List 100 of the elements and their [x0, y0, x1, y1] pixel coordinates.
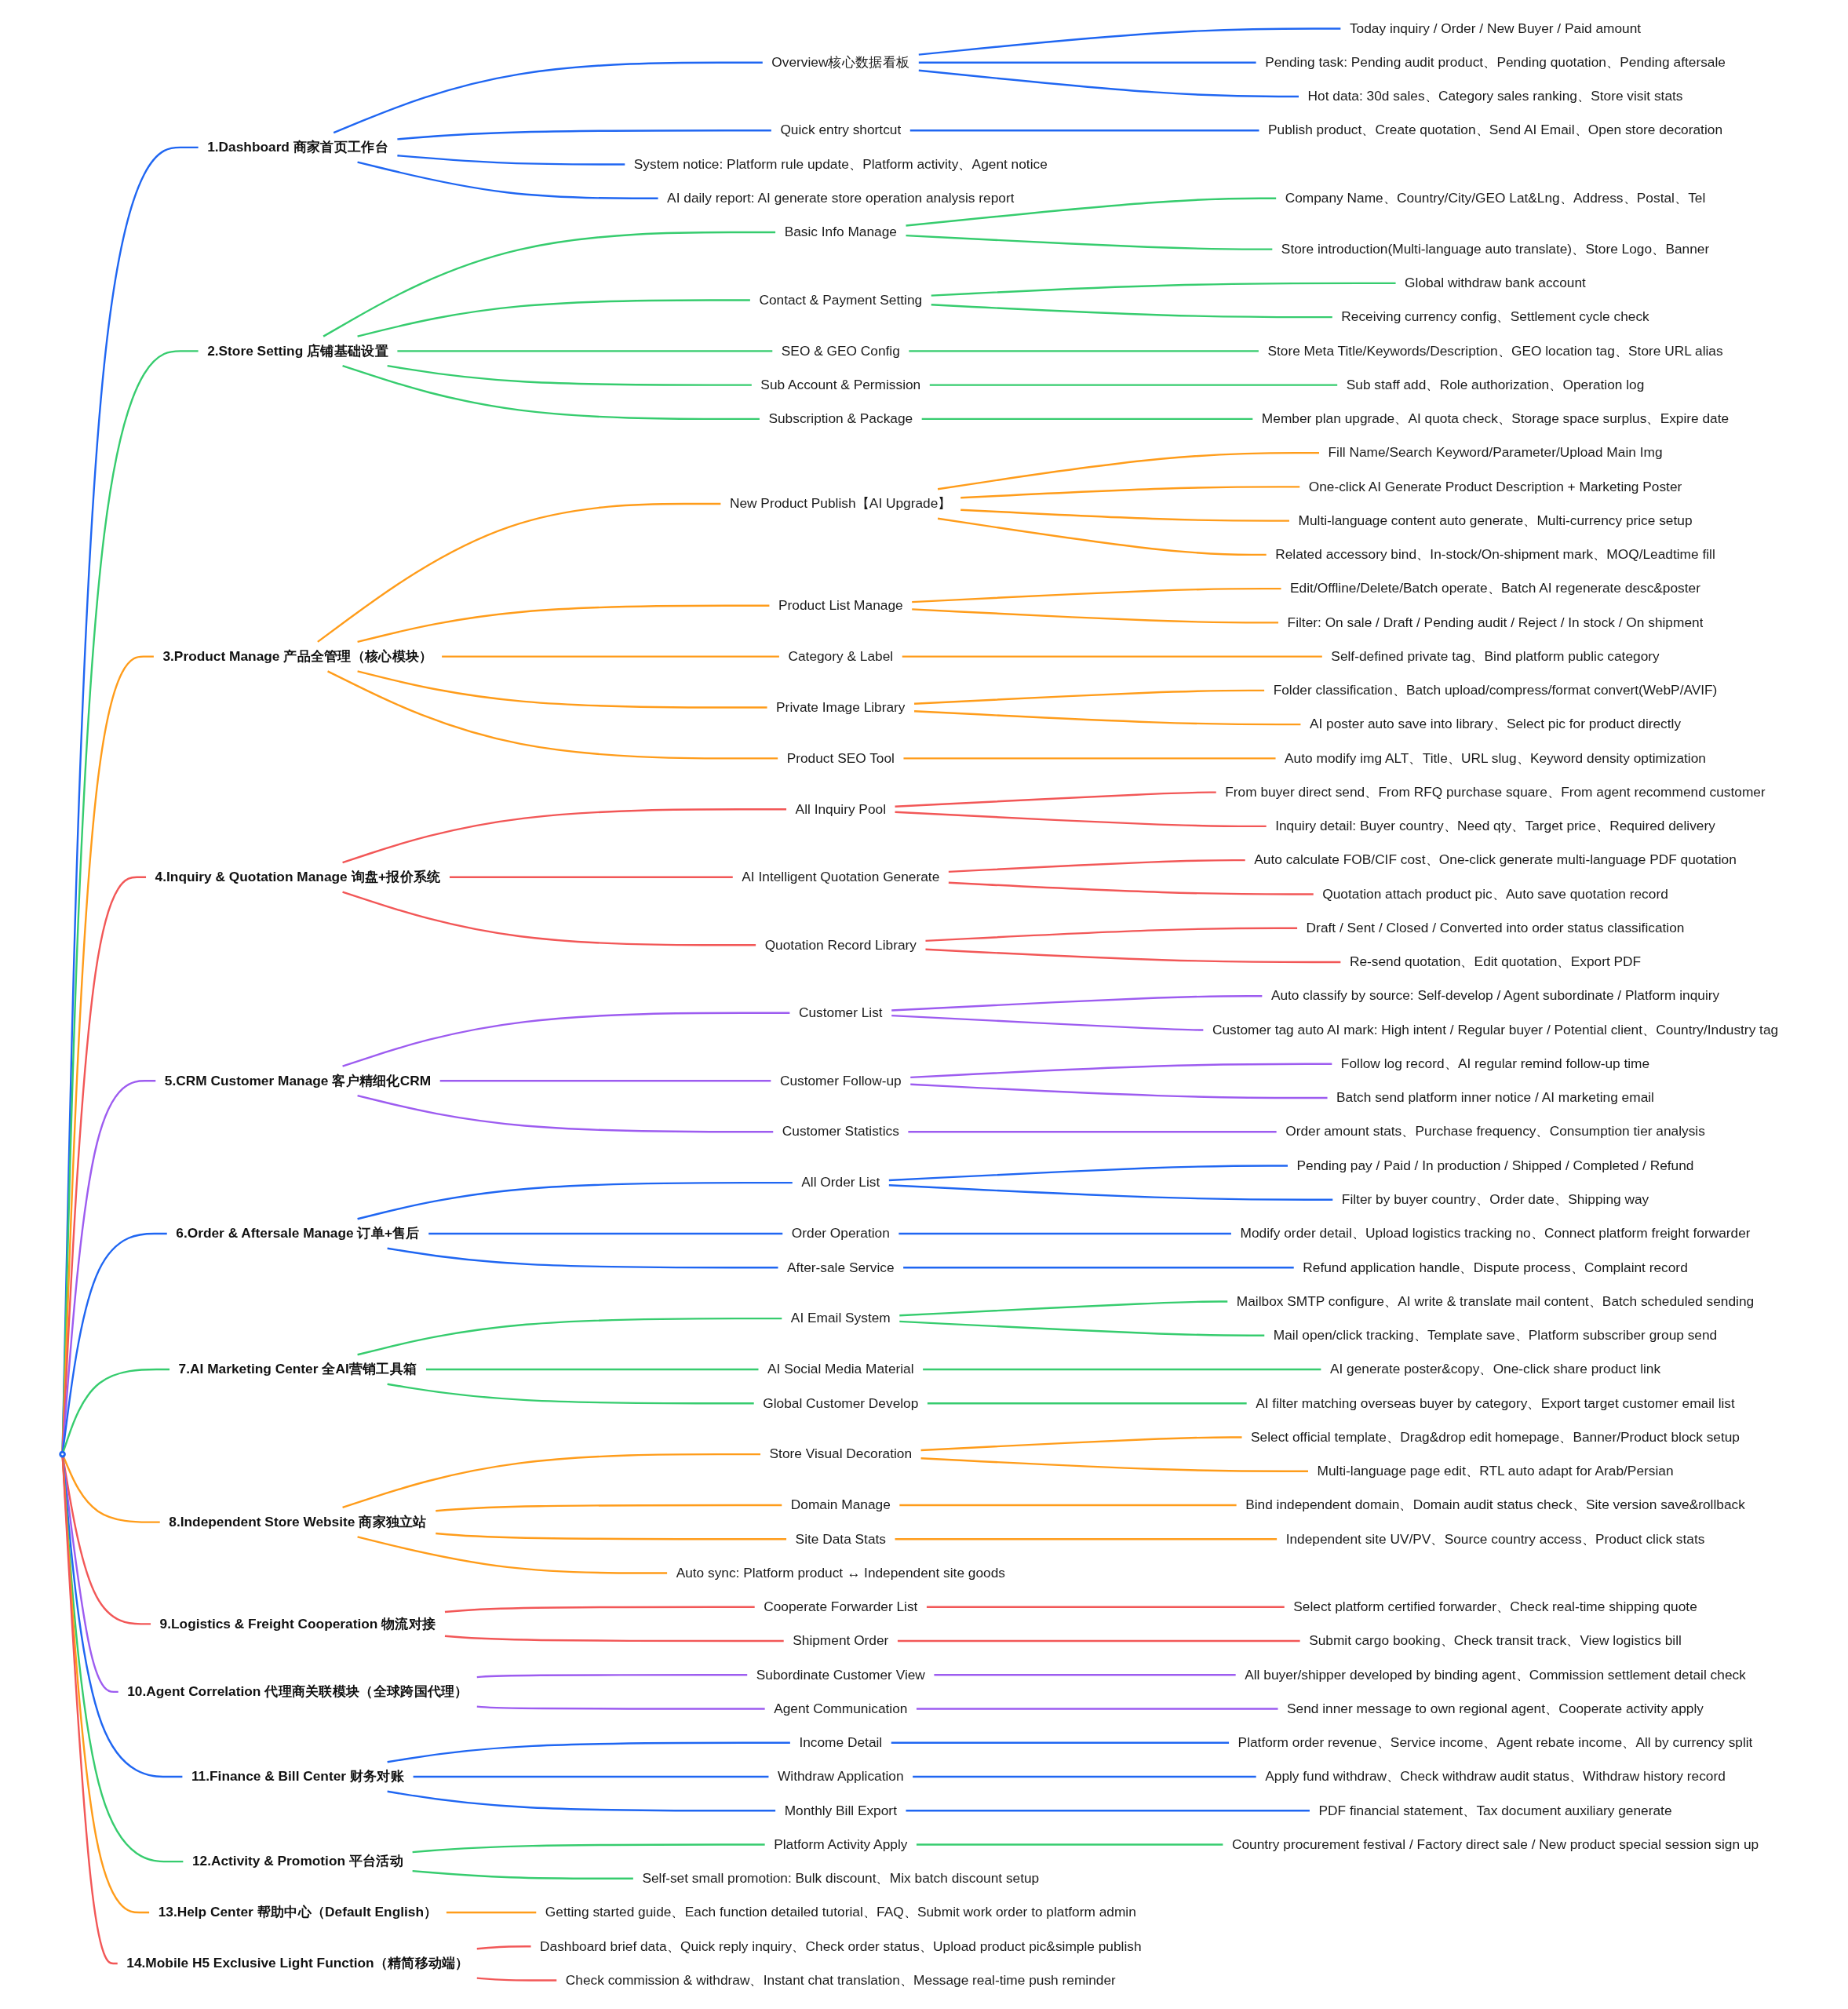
node-text: PDF financial statement、Tax document auxiliary generate — [1318, 1803, 1672, 1818]
connector — [891, 995, 1263, 1012]
connector — [357, 299, 751, 337]
node-text: Apply fund withdraw、Check withdraw audit status、Withdraw history record — [1265, 1768, 1726, 1785]
node-text: System notice: Platform rule update、Platform activity、Agent notice — [634, 156, 1048, 172]
node-text: Subscription & Package — [768, 410, 913, 426]
node-text: Edit/Offline/Delete/Batch operate、Batch AI regenerate desc&poster — [1290, 581, 1701, 596]
node-text: 1.Dashboard 商家首页工作台 — [207, 139, 389, 155]
connector — [61, 1456, 118, 1965]
node-text: Select official template、Drag&drop edit homepage、Banner/Product block setup — [1251, 1429, 1740, 1445]
connector — [342, 808, 787, 864]
connector — [903, 1267, 1295, 1269]
connector — [387, 1247, 778, 1269]
connector — [477, 1945, 531, 1950]
node-text: Global Customer Develop — [763, 1395, 919, 1411]
connector — [910, 1063, 1332, 1079]
connector — [906, 1810, 1310, 1812]
node-text: All buyer/shipper developed by binding agent、Commission settlement detail check — [1245, 1667, 1747, 1683]
connector — [934, 1674, 1236, 1676]
connector — [397, 129, 772, 140]
node-text: 11.Finance & Bill Center 财务对账 — [191, 1768, 405, 1785]
node-text: Send inner message to own regional agent、Cooperate activity apply — [1287, 1701, 1704, 1716]
node-text: AI Email System — [791, 1311, 891, 1326]
connector — [899, 1504, 1237, 1507]
connector — [891, 1014, 1204, 1031]
node-circle — [59, 1450, 67, 1458]
connector — [895, 811, 1267, 828]
node-text: AI Intelligent Quotation Generate — [742, 869, 940, 884]
connector — [938, 451, 1320, 490]
connector — [914, 710, 1301, 726]
connector — [397, 155, 625, 166]
connector — [922, 417, 1253, 421]
node-text: Order Operation — [792, 1225, 891, 1241]
connector — [61, 1456, 183, 1778]
node-text: Bind independent domain、Domain audit status check、Site version save&rollback — [1245, 1497, 1746, 1513]
node-text: Auto modify img ALT、Title、URL slug、Keyword density optimization — [1285, 750, 1707, 766]
connector — [342, 364, 760, 421]
connector — [428, 1232, 783, 1235]
node-text: Check commission & withdraw、Instant chat translation、Message real-time push reminder — [566, 1972, 1117, 1988]
node-text: AI poster auto save into library、Select pic for product directly — [1310, 716, 1682, 732]
node-text: Fill Name/Search Keyword/Parameter/Upload Main Img — [1328, 445, 1663, 461]
node-text: Hot data: 30d sales、Category sales ranking、Store visit stats — [1307, 88, 1683, 104]
connector — [450, 876, 734, 878]
node-text: AI Social Media Material — [767, 1361, 914, 1377]
node-text: Customer Follow-up — [780, 1073, 902, 1088]
connector — [387, 364, 753, 386]
connector — [898, 1232, 1232, 1235]
connector — [912, 608, 1279, 624]
connector — [387, 1790, 776, 1812]
connector — [912, 587, 1281, 603]
node-text: Multi-language page edit、RTL auto adapt for Arab/Persian — [1317, 1463, 1674, 1478]
connector — [925, 948, 1341, 964]
node-text: After-sale Service — [787, 1260, 895, 1275]
connector — [925, 927, 1298, 943]
node-text: Store Meta Title/Keywords/Description、GEO location tag、Store URL alias — [1267, 343, 1723, 359]
connector — [923, 1368, 1321, 1371]
node-text: 14.Mobile H5 Exclusive Light Function（精简移动端） — [126, 1955, 470, 1971]
node-text: 8.Independent Store Website 商家独立站 — [169, 1514, 428, 1530]
connector — [928, 1402, 1247, 1405]
connector — [919, 61, 1256, 64]
node-text: Domain Manage — [791, 1497, 891, 1513]
node-text: AI daily report: AI generate store operation analysis report — [667, 190, 1015, 206]
node-text: Auto classify by source: Self-develop / Agent subordinate / Platform inquiry — [1271, 988, 1720, 1004]
connector — [61, 146, 199, 1453]
connector — [440, 1080, 771, 1082]
node-text: Basic Info Manage — [784, 224, 898, 240]
node-text: Refund application handle、Dispute process、Complaint record — [1303, 1260, 1689, 1275]
connector — [327, 670, 778, 760]
connector — [445, 1606, 755, 1613]
node-text: Select platform certified forwarder、Check real-time shipping quote — [1293, 1599, 1698, 1614]
connector — [412, 1869, 634, 1880]
connector — [914, 689, 1265, 705]
node-text: Dashboard brief data、Quick reply inquiry、Check order status、Upload product pic&simple publish — [540, 1938, 1142, 1954]
connector — [906, 197, 1277, 227]
node-text: Shipment Order — [793, 1632, 889, 1649]
connector — [413, 1775, 769, 1778]
node-text: Company Name、Country/City/GEO Lat&Lng、Address、Postal、Tel — [1285, 190, 1706, 206]
connector — [442, 655, 780, 658]
connector — [387, 1383, 755, 1405]
connector — [949, 859, 1246, 873]
connector — [397, 350, 773, 352]
node-text: Member plan upgrade、AI quota check、Storage space surplus、Expire date — [1262, 410, 1730, 426]
node-text: Customer List — [799, 1004, 883, 1020]
connector — [895, 1538, 1278, 1540]
node-text: Site Data Stats — [795, 1531, 887, 1547]
connector — [927, 1606, 1285, 1608]
node-text: Contact & Payment Setting — [759, 292, 923, 308]
node-text: Sub Account & Permission — [760, 377, 921, 392]
node-text: 12.Activity & Promotion 平台活动 — [192, 1854, 404, 1869]
node-text: Platform order revenue、Service income、Agent rebate income、All by currency split — [1237, 1734, 1753, 1750]
node-text: Platform Activity Apply — [774, 1836, 908, 1852]
node-text: Related accessory bind、In-stock/On-shipment mark、MOQ/Leadtime fill — [1275, 546, 1716, 563]
node-text: Customer Statistics — [782, 1124, 900, 1139]
connector — [317, 502, 721, 643]
connector — [931, 282, 1396, 297]
node-text: From buyer direct send、From RFQ purchase square、From agent recommend customer — [1225, 784, 1766, 800]
connector — [323, 231, 776, 337]
connector — [357, 1536, 668, 1574]
node-text: Folder classification、Batch upload/compress/format convert(WebP/AVIF) — [1273, 682, 1718, 698]
node-text: Mailbox SMTP configure、AI write & translate mail content、Batch scheduled sending — [1237, 1293, 1755, 1309]
